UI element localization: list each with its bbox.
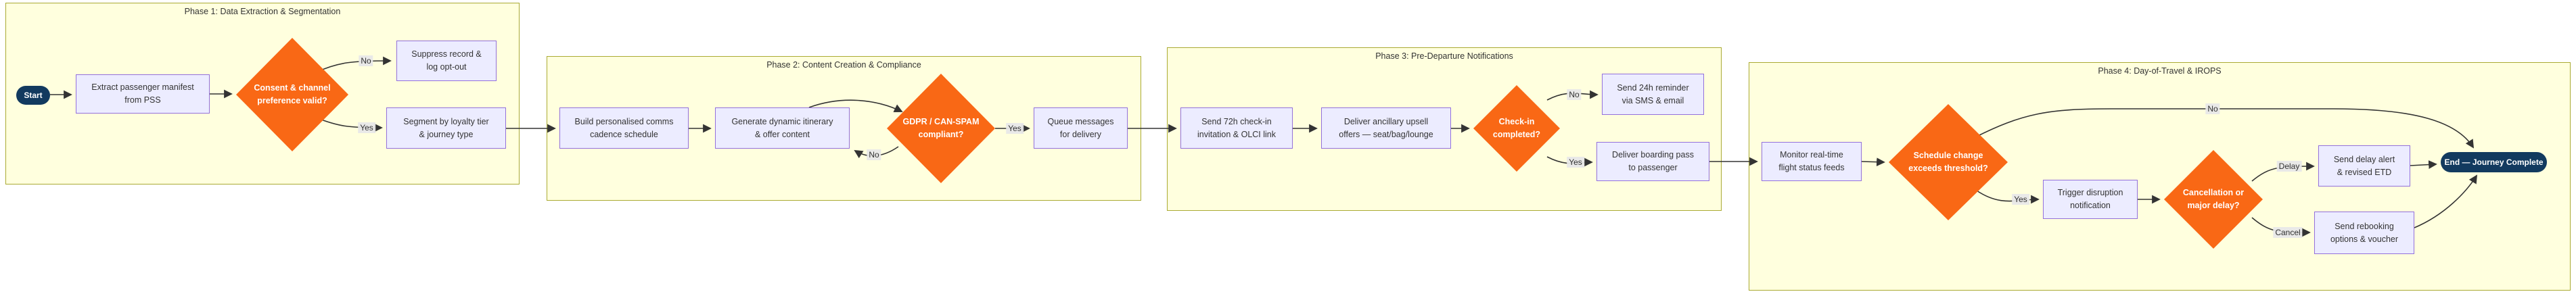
- node-label-line: Send delay alert: [2333, 154, 2395, 164]
- node-label-line: for delivery: [1059, 129, 1102, 139]
- edge-label-no: No: [2205, 103, 2220, 114]
- node-label-line: flight status feeds: [1778, 163, 1845, 172]
- node-generate-itinerary: Generate dynamic itinerary & offer conten…: [715, 107, 850, 149]
- edge-label-no: No: [867, 149, 881, 160]
- edge-delayalert-to-end: [2410, 160, 2437, 169]
- node-label-line: Consent & channel: [254, 83, 331, 93]
- node-label-line: Generate dynamic itinerary: [731, 116, 833, 126]
- edge-label-delay: Delay: [2276, 161, 2302, 172]
- node-monitor-flight-status: Monitor real-time flight status feeds: [1762, 142, 1862, 181]
- node-label: End — Journey Complete: [2444, 157, 2544, 167]
- node-queue-messages: Queue messages for delivery: [1034, 107, 1128, 149]
- node-label-line: & revised ETD: [2337, 167, 2392, 177]
- edge-label-yes: Yes: [2012, 194, 2029, 205]
- edge-generate-to-gdpr: [808, 99, 903, 112]
- node-send-72h-invitation: Send 72h check-in invitation & OLCI link: [1180, 107, 1293, 149]
- node-label-line: invitation & OLCI link: [1197, 129, 1276, 139]
- node-label-line: completed?: [1492, 130, 1541, 139]
- node-label-line: Segment by loyalty tier: [403, 116, 489, 126]
- node-suppress-record: Suppress record & log opt-out: [396, 41, 497, 81]
- edge-schedule-to-trigger-yes: [1976, 190, 2040, 204]
- node-label-line: options & voucher: [2330, 234, 2399, 244]
- node-label-line: Extract passenger manifest: [91, 82, 194, 92]
- node-label-line: Build personalised comms: [574, 116, 674, 126]
- node-send-24h-reminder: Send 24h reminder via SMS & email: [1602, 74, 1704, 115]
- node-label-line: major delay?: [2187, 201, 2240, 210]
- node-label-line: compliant?: [918, 130, 964, 139]
- edge-label-no: No: [359, 55, 373, 66]
- node-label-line: Send rebooking: [2334, 221, 2394, 231]
- edge-schedule-to-end-no: [1972, 108, 2475, 149]
- phase-title: Phase 1: Data Extraction & Segmentation: [184, 7, 341, 16]
- node-label-line: & journey type: [419, 129, 474, 139]
- edge-consent-to-suppress: [315, 56, 392, 73]
- edge-rebooking-to-end: [2414, 174, 2478, 228]
- node-label-line: Deliver ancillary upsell: [1343, 116, 1429, 126]
- node-label-line: Cancellation or: [2182, 188, 2245, 197]
- edge-label-yes: Yes: [358, 122, 375, 133]
- node-label-line: GDPR / CAN-SPAM: [902, 117, 980, 126]
- node-label-line: cadence schedule: [590, 129, 658, 139]
- node-segment-loyalty: Segment by loyalty tier & journey type: [386, 107, 506, 149]
- node-label-line: Check-in: [1498, 117, 1535, 126]
- node-build-cadence: Build personalised comms cadence schedule: [559, 107, 689, 149]
- node-label-line: to passenger: [1628, 163, 1678, 172]
- node-label: Start: [24, 91, 43, 100]
- edge-label-yes: Yes: [1567, 157, 1584, 168]
- node-label-line: exceeds threshold?: [1908, 164, 1988, 173]
- node-start: Start: [16, 86, 50, 105]
- node-label-line: & offer content: [754, 129, 810, 139]
- node-label-line: Queue messages: [1047, 116, 1114, 126]
- phase-title: Phase 2: Content Creation & Compliance: [766, 60, 921, 70]
- node-extract-manifest: Extract passenger manifest from PSS: [76, 74, 210, 114]
- phase-4-group: Phase 4: Day-of-Travel & IROPS: [1749, 62, 2571, 291]
- node-label-line: Send 72h check-in: [1201, 116, 1272, 126]
- node-label-line: Monitor real-time: [1780, 150, 1843, 159]
- node-label-line: offers — seat/bag/lounge: [1339, 129, 1433, 139]
- node-label-line: log opt-out: [426, 62, 467, 72]
- node-label-line: from PSS: [124, 95, 161, 105]
- node-label-line: Schedule change: [1913, 151, 1983, 160]
- node-label-line: preference valid?: [257, 96, 327, 105]
- node-deliver-boarding-pass: Deliver boarding pass to passenger: [1596, 142, 1709, 181]
- node-label-line: Trigger disruption: [2057, 188, 2123, 197]
- node-send-rebooking: Send rebooking options & voucher: [2314, 212, 2414, 254]
- node-label-line: Deliver boarding pass: [1612, 150, 1694, 159]
- node-label-line: via SMS & email: [1622, 95, 1684, 105]
- phase-title: Phase 3: Pre-Departure Notifications: [1375, 51, 1513, 61]
- node-label-line: notification: [2070, 201, 2111, 210]
- node-end: End — Journey Complete: [2441, 152, 2547, 172]
- node-send-delay-alert: Send delay alert & revised ETD: [2318, 145, 2410, 187]
- node-trigger-disruption: Trigger disruption notification: [2043, 180, 2138, 219]
- edge-label-yes: Yes: [1006, 123, 1024, 134]
- node-ancillary-upsell: Deliver ancillary upsell offers — seat/ba…: [1321, 107, 1451, 149]
- edge-label-cancel: Cancel: [2273, 227, 2303, 238]
- phase-title: Phase 4: Day-of-Travel & IROPS: [2098, 66, 2222, 76]
- node-label-line: Suppress record &: [411, 49, 482, 59]
- edge-label-no: No: [1567, 89, 1582, 100]
- node-label-line: Send 24h reminder: [1617, 82, 1689, 93]
